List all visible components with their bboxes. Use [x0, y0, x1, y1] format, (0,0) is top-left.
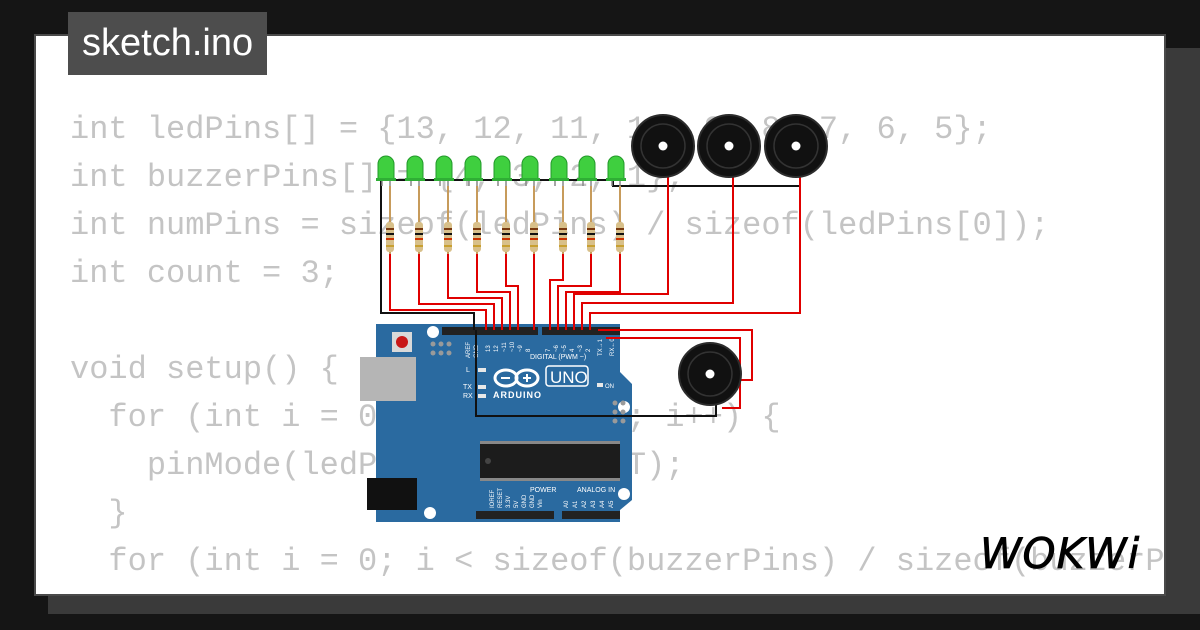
svg-text:GND: GND — [522, 494, 528, 508]
svg-text:8: 8 — [526, 348, 532, 352]
svg-text:4: 4 — [570, 348, 576, 352]
buzzer — [697, 114, 761, 178]
svg-text:Vin: Vin — [538, 499, 544, 508]
arduino-uno-board[interactable]: DIGITAL (PWM ~) 13 12 ~11 ~10 ~9 8 7 ~6 … — [360, 324, 632, 522]
code-line: pinMode(buzzerPins[i], OUTPUT); — [70, 586, 1164, 594]
resistors — [386, 186, 624, 254]
power-label: POWER — [530, 487, 556, 494]
svg-text:A0: A0 — [564, 500, 570, 508]
green-led — [520, 155, 540, 186]
svg-text:A3: A3 — [591, 500, 597, 508]
code-line: for (int i = 0; i < sizeof(buzzerPins) /… — [70, 543, 1166, 580]
svg-text:~9: ~9 — [518, 344, 524, 352]
green-led — [577, 155, 597, 186]
svg-text:RESET: RESET — [498, 488, 504, 508]
wokwi-logo-text: WOKWi — [980, 529, 1140, 576]
power-header — [476, 511, 554, 519]
green-led — [606, 155, 626, 186]
svg-text:12: 12 — [494, 345, 500, 352]
code-line: void setup() { — [70, 351, 339, 388]
resistor — [616, 186, 624, 254]
svg-text:7: 7 — [546, 348, 552, 352]
resistor — [502, 186, 510, 254]
resistor — [530, 186, 538, 254]
resistor — [444, 186, 452, 254]
arduino-label: ARDUINO — [493, 390, 542, 400]
code-line: int count = 3; — [70, 255, 339, 292]
svg-text:~6: ~6 — [554, 344, 560, 352]
usb-port — [360, 357, 416, 401]
leds — [376, 155, 626, 186]
digital-header-left — [442, 327, 538, 335]
buzzers — [631, 114, 828, 406]
svg-text:~3: ~3 — [578, 344, 584, 352]
resistor — [473, 186, 481, 254]
aref-label: AREF — [466, 342, 472, 358]
svg-text:GND: GND — [530, 494, 536, 508]
code-line: int buzzerPins[] = {4, 3, 2, 1}; — [70, 159, 685, 196]
green-led — [492, 155, 512, 186]
buzzer — [678, 342, 742, 406]
green-led — [434, 155, 454, 186]
tx-label: TX — [463, 384, 472, 391]
analog-label: ANALOG IN — [577, 487, 615, 494]
wokwi-logo[interactable]: WOKWi — [978, 528, 1150, 576]
resistor — [415, 186, 423, 254]
svg-text:A1: A1 — [573, 500, 579, 508]
power-jack — [367, 478, 417, 510]
on-led-label: ON — [605, 384, 614, 390]
resistor — [587, 186, 595, 254]
svg-text:RX←0: RX←0 — [610, 338, 616, 356]
svg-text:~5: ~5 — [562, 344, 568, 352]
svg-text:A5: A5 — [609, 500, 615, 508]
svg-text:13: 13 — [486, 345, 492, 352]
l-led-label: L — [466, 367, 470, 374]
digital-label: DIGITAL (PWM ~) — [530, 354, 586, 361]
digital-pin-labels: 13 12 ~11 ~10 ~9 8 7 ~6 ~5 4 ~3 2 TX→1 R… — [486, 338, 616, 356]
svg-text:A2: A2 — [582, 500, 588, 508]
resistor — [386, 186, 394, 254]
digital-header-right — [542, 327, 620, 335]
svg-text:~10: ~10 — [510, 341, 516, 352]
resistor — [559, 186, 567, 254]
green-led — [463, 155, 483, 186]
code-line: } — [70, 495, 128, 532]
arduino-infinity-logo — [493, 368, 540, 388]
file-tab[interactable]: sketch.ino — [68, 12, 268, 75]
uno-label: UNO — [550, 368, 588, 387]
svg-text:5V: 5V — [514, 501, 520, 508]
signal-wires — [389, 177, 801, 409]
power-pin-labels: IOREF RESET 3.3V 5V GND GND Vin — [490, 488, 544, 508]
svg-text:~11: ~11 — [502, 342, 508, 352]
green-led — [549, 155, 569, 186]
svg-text:TX→1: TX→1 — [598, 338, 604, 356]
buzzer — [764, 114, 828, 178]
atmega-chip — [480, 444, 620, 478]
green-led — [405, 155, 425, 186]
svg-text:IOREF: IOREF — [490, 489, 496, 508]
buzzer — [631, 114, 695, 178]
rx-label: RX — [463, 393, 473, 400]
svg-text:3.3V: 3.3V — [506, 496, 512, 508]
svg-text:A4: A4 — [600, 500, 606, 508]
icsp-header — [430, 341, 626, 424]
svg-text:2: 2 — [586, 348, 592, 352]
analog-pin-labels: A0 A1 A2 A3 A4 A5 — [564, 500, 615, 508]
green-led — [376, 155, 396, 186]
analog-header — [562, 511, 620, 519]
